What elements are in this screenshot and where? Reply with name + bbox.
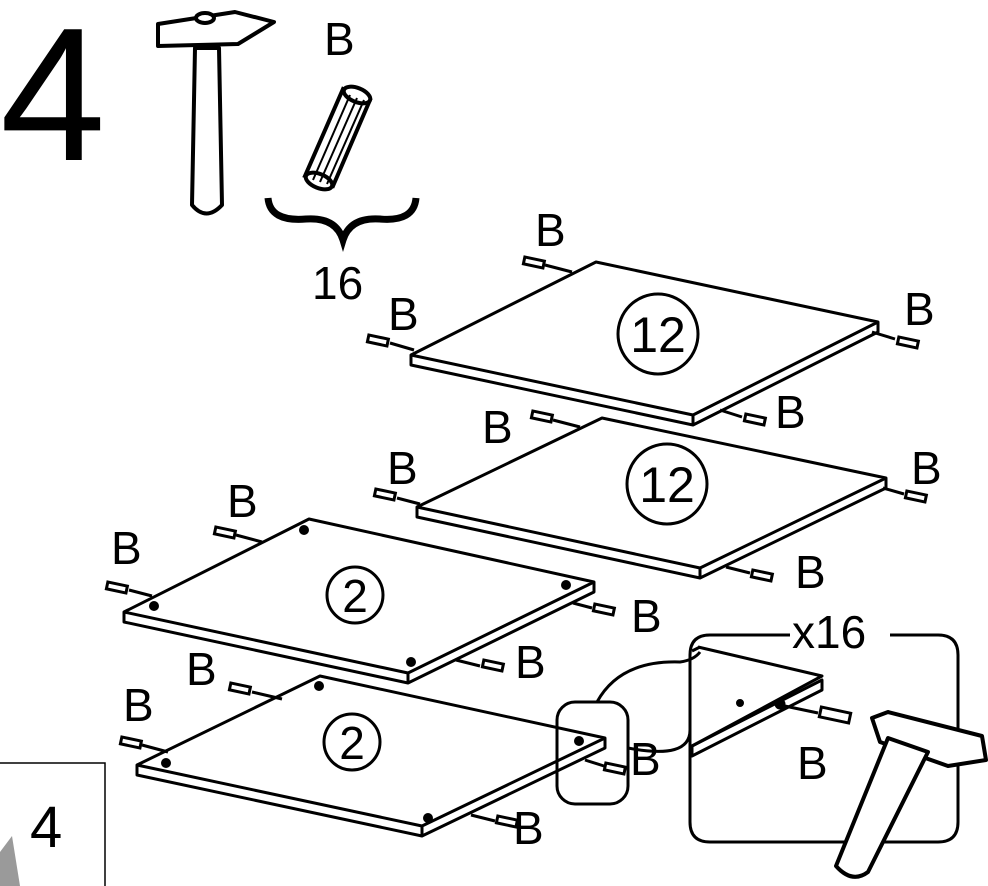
quantity-brace [268,198,416,240]
detail-dowel-label: B [797,737,828,789]
panel-3-part-number: 2 [342,570,368,622]
panel-1-part-number: 12 [630,307,686,363]
step-number: 4 [0,0,106,201]
dowel-label: B [795,546,826,598]
panel-4-part-number: 2 [339,717,365,769]
dowel-label: B [186,643,217,695]
dowel-label: B [123,679,154,731]
dowel-label: B [482,401,513,453]
dowel-label: B [775,386,806,438]
dowel-label: B [630,733,661,785]
dowel-label: B [911,442,942,494]
next-step-number: 4 [30,795,62,860]
hammer-icon [158,12,274,214]
dowel-label: B [513,802,544,854]
panel-2-part-number: 12 [639,457,695,513]
dowel-label: B [388,288,419,340]
detail-multiplier: x16 [792,606,866,658]
dowel-label: B [111,522,142,574]
dowel-label: B [631,590,662,642]
dowel-quantity: 16 [312,257,363,309]
dowel-label: B [535,204,566,256]
dowel-label: B [515,636,546,688]
hammer-icon [836,712,986,877]
dowel-label: B [227,475,258,527]
dowel-part-label: B [324,13,355,65]
dowel-label: B [387,442,418,494]
dowel-label: B [904,283,935,335]
dowel-icon [303,83,372,192]
